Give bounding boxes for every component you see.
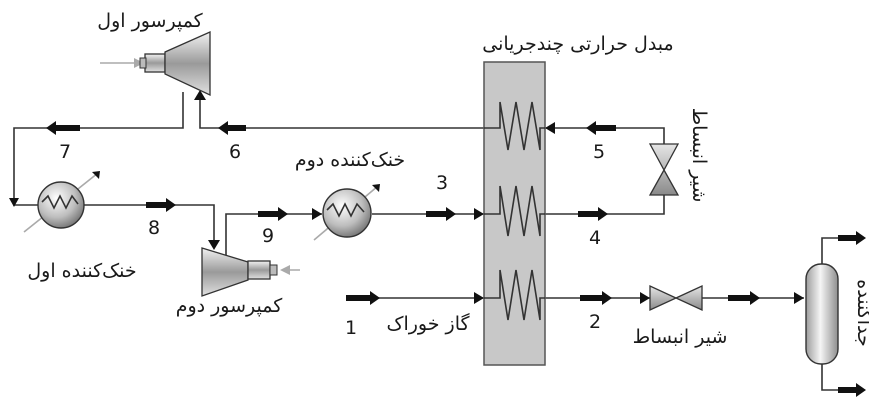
separator-icon bbox=[805, 263, 839, 365]
arrow-7-down bbox=[9, 198, 19, 207]
label-compressor-1: کمپرسور اول bbox=[97, 10, 203, 32]
stream-number-4: 4 bbox=[589, 227, 601, 249]
stream-number-6: 6 bbox=[229, 141, 241, 163]
arrow-power-1 bbox=[134, 58, 144, 68]
arrow-separator-bottom bbox=[838, 383, 866, 397]
arrow-3-in bbox=[474, 208, 484, 220]
label-feed-gas: گاز خوراک bbox=[386, 312, 470, 335]
compressor-icon bbox=[164, 30, 211, 97]
arrow-compressor1-in bbox=[194, 90, 206, 100]
arrow-compressor2-in bbox=[208, 240, 220, 250]
stream-number-8: 8 bbox=[148, 217, 160, 239]
stream-number-7: 7 bbox=[59, 141, 71, 163]
arrow-9 bbox=[258, 207, 288, 221]
cooler-icon bbox=[37, 181, 85, 229]
motor-icon bbox=[144, 53, 166, 73]
coil-icon bbox=[484, 269, 545, 321]
stream-number-5: 5 bbox=[593, 141, 605, 163]
label-cooler-2: خنک‌کننده دوم bbox=[295, 149, 405, 171]
label-separator: جداکننده bbox=[853, 279, 869, 346]
arrow-2-valve bbox=[640, 292, 650, 304]
coil-icon bbox=[484, 101, 545, 151]
coil-icon bbox=[484, 185, 545, 237]
label-compressor-2: کمپرسور دوم bbox=[176, 295, 284, 317]
arrow-5 bbox=[586, 121, 616, 135]
cooler-2 bbox=[322, 188, 372, 238]
heat-exchanger bbox=[483, 61, 546, 366]
stream-number-9: 9 bbox=[262, 225, 274, 247]
compressor-2 bbox=[201, 247, 278, 297]
arrow-cooler2-in bbox=[312, 208, 322, 220]
motor-icon bbox=[247, 260, 271, 280]
label-valve-vertical: شیر انبساط bbox=[688, 108, 710, 203]
arrow-7 bbox=[46, 121, 80, 135]
label-heat-exchanger: مبدل حرارتی چندجریانی bbox=[482, 33, 673, 55]
labels: کمپرسور اول مبدل حرارتی چندجریانی خنک‌کن… bbox=[27, 10, 869, 348]
arrow-separator-in bbox=[728, 291, 760, 305]
arrow-1-in bbox=[474, 292, 484, 304]
arrow-cooler2-tip bbox=[372, 184, 380, 192]
expansion-valve-vertical bbox=[648, 143, 680, 196]
valve-icon bbox=[649, 284, 703, 312]
label-cooler-1: خنک‌کننده اول bbox=[27, 260, 136, 282]
label-valve-horizontal: شیر انبساط bbox=[633, 326, 728, 348]
arrow-1 bbox=[346, 291, 380, 305]
arrow-separator-entry bbox=[794, 292, 804, 304]
expansion-valve-horizontal bbox=[649, 284, 703, 312]
arrow-5-in bbox=[545, 122, 555, 134]
arrow-power-2 bbox=[280, 265, 290, 275]
stream-number-1: 1 bbox=[345, 317, 357, 339]
stream-number-2: 2 bbox=[589, 311, 601, 333]
arrow-4 bbox=[578, 207, 608, 221]
cooler-icon bbox=[322, 188, 372, 238]
valve-icon bbox=[648, 143, 680, 196]
stream-arrows bbox=[9, 58, 866, 397]
arrow-2 bbox=[580, 291, 612, 305]
arrow-8 bbox=[146, 198, 176, 212]
arrow-separator-top bbox=[838, 231, 866, 245]
arrow-cooler1-tip bbox=[92, 171, 100, 179]
separator bbox=[805, 263, 839, 365]
compressor-1 bbox=[139, 30, 211, 97]
arrow-3 bbox=[426, 207, 456, 221]
arrow-6 bbox=[218, 121, 246, 135]
compressor-icon bbox=[201, 247, 249, 297]
cooler-1 bbox=[37, 181, 85, 229]
stream-number-3: 3 bbox=[436, 172, 448, 194]
